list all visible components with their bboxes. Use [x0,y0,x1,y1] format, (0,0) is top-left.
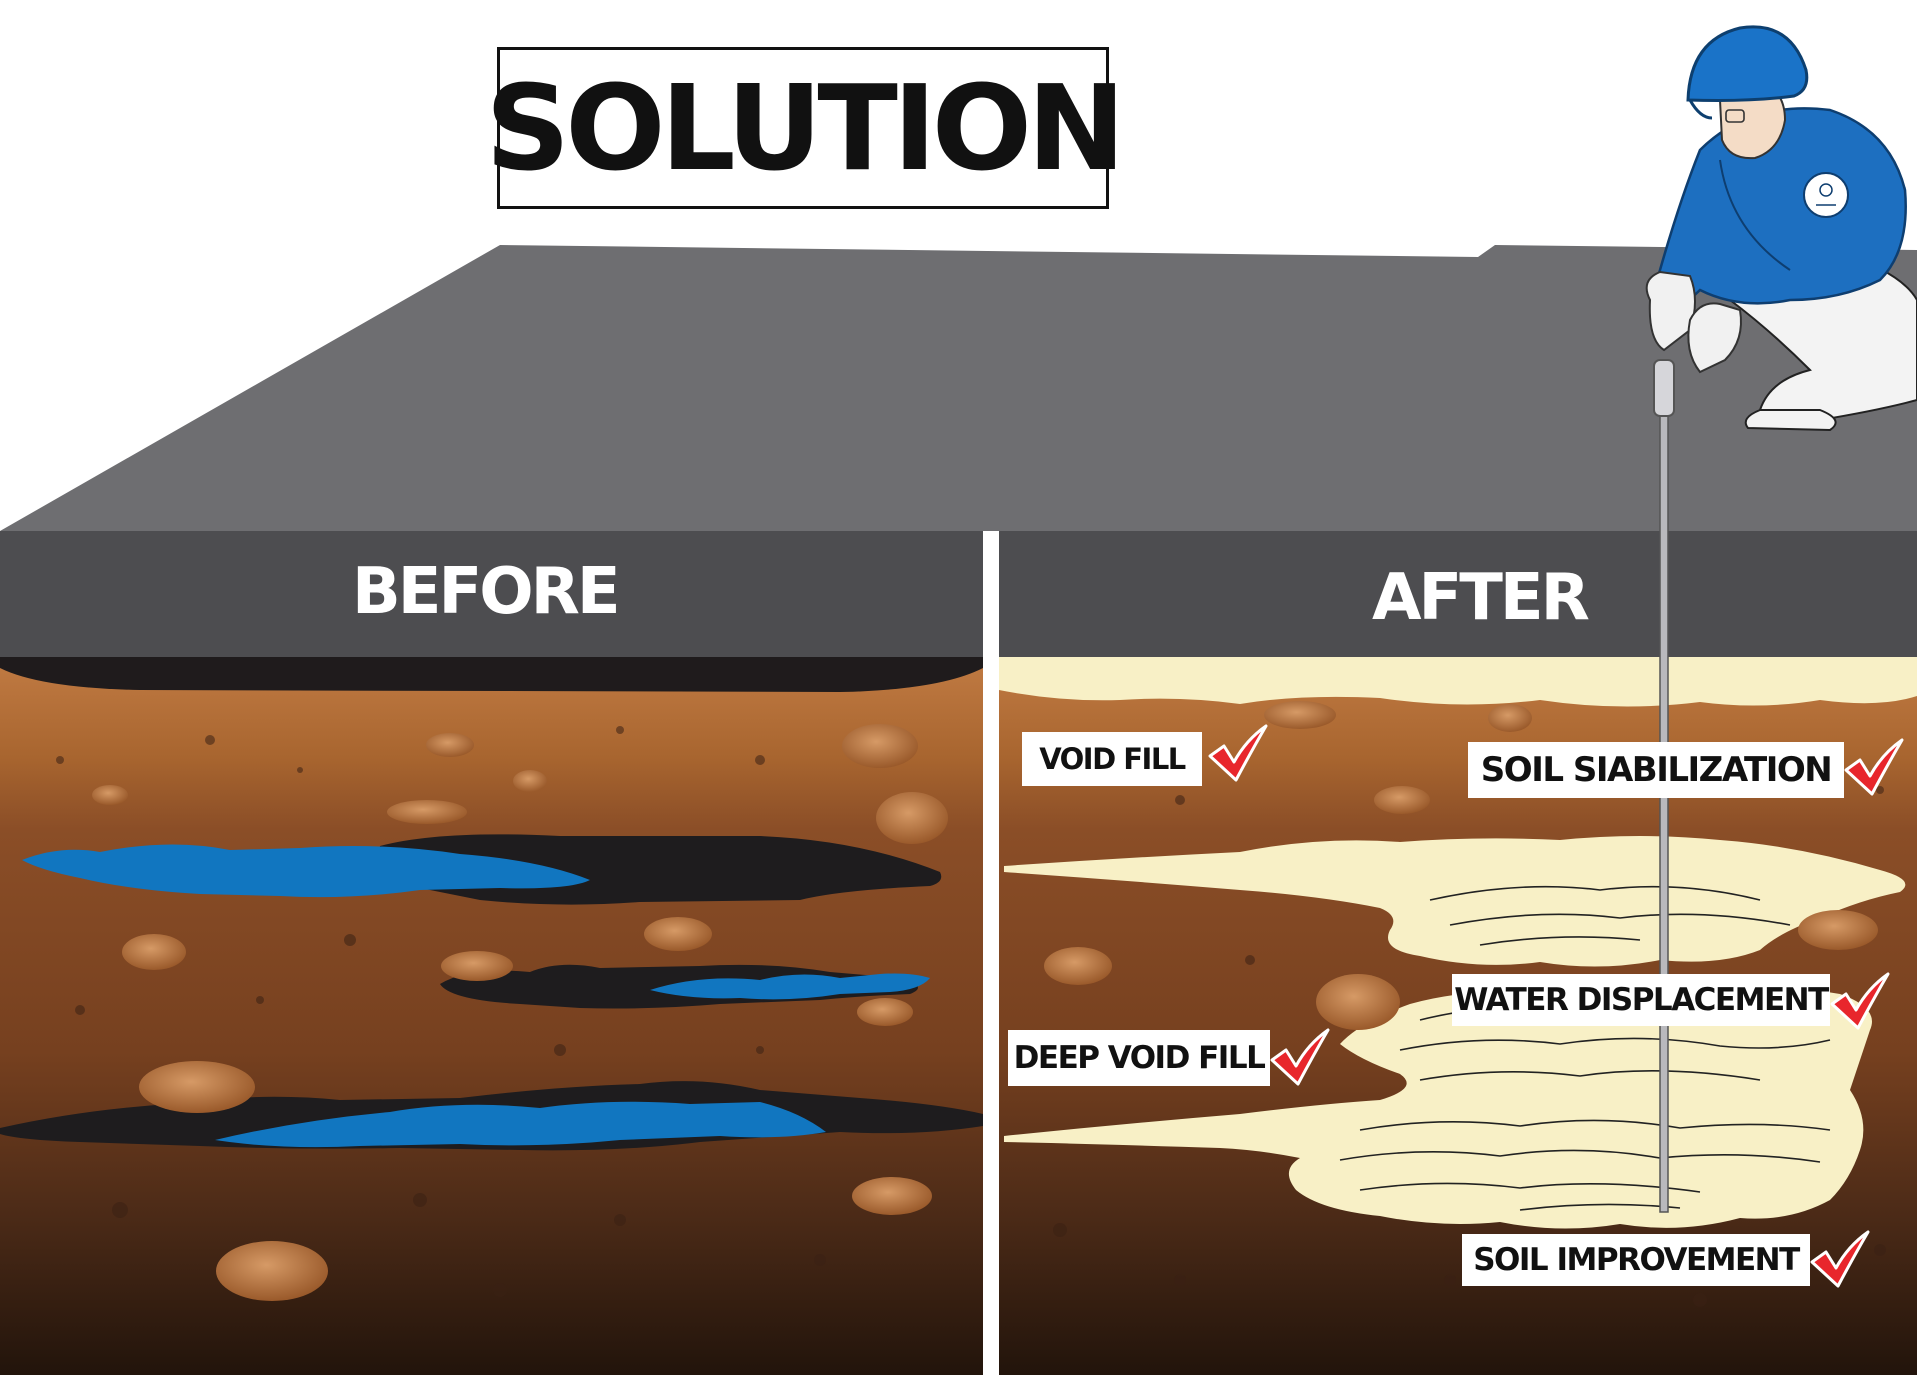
upper-grout-lens [1004,836,1906,967]
water-displacement-label: WATER DISPLACEMENT [1452,974,1830,1026]
before-soil [0,657,983,1375]
checkmark-icon [1844,738,1904,796]
title-box: SOLUTION [485,47,1126,209]
page-title: SOLUTION [485,59,1126,197]
after-header-band [999,531,1917,657]
after-heading: AFTER [1372,561,1590,635]
deep-void-fill-label: DEEP VOID FILL [1008,1030,1270,1086]
top-grout-layer [999,657,1917,707]
injection-rod [1653,359,1675,1213]
lower-grout-mass [1004,984,1872,1229]
lower-water [215,1101,826,1148]
checkmark-icon [1830,972,1890,1030]
checkmark-icon [1810,1230,1870,1288]
upper-water [22,844,590,898]
worker-figure [1645,25,1917,432]
before-heading: BEFORE [352,555,621,629]
void-fill-label: VOID FILL [1022,732,1202,786]
soil-improvement-label: SOIL IMPROVEMENT [1462,1234,1810,1286]
panel-divider [983,531,999,1375]
concrete-slab [0,245,1917,531]
before-header-band [0,531,983,657]
checkmark-icon [1208,724,1268,782]
checkmark-icon [1270,1028,1330,1086]
rocks [92,701,1878,1301]
middle-water [650,973,930,1000]
soil-stabilization-label: SOIL SIABILIZATION [1468,742,1844,798]
